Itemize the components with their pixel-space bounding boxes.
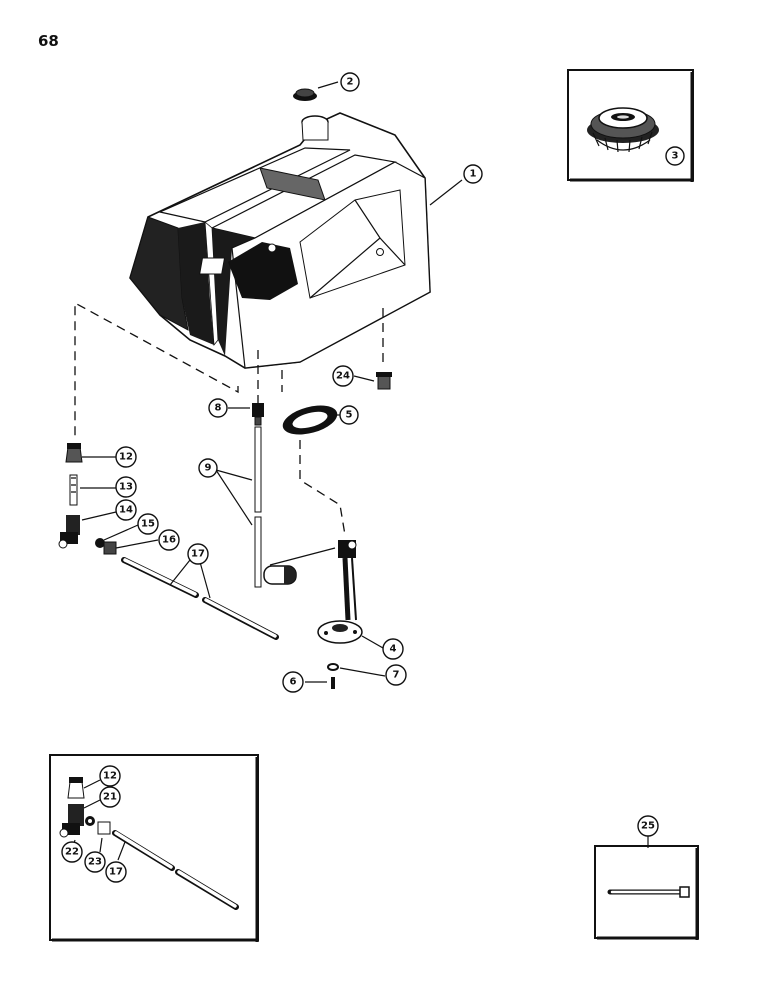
callout-25: 25 [637, 815, 659, 837]
gasket-route [281, 370, 346, 536]
elbow-fitting-icon [228, 403, 264, 426]
nut-icon [95, 524, 159, 555]
svg-text:23: 23 [88, 857, 102, 868]
screw-icon [305, 677, 335, 689]
tank-strap-icon [607, 836, 690, 898]
svg-text:14: 14 [119, 505, 133, 516]
callout-5: 5 [339, 405, 359, 425]
filler-cap-icon [293, 81, 339, 101]
callout-3: 3 [665, 146, 685, 166]
callout-15: 15 [137, 513, 159, 535]
svg-text:17: 17 [191, 549, 205, 560]
svg-text:12: 12 [103, 771, 117, 782]
callout-6: 6 [282, 671, 304, 693]
svg-text:21: 21 [103, 792, 117, 803]
fuel-sender-icon [263, 540, 384, 649]
fitting-stack-icon [58, 443, 117, 549]
svg-text:16: 16 [162, 535, 176, 546]
callout-4: 4 [382, 638, 404, 660]
callout-12: 12 [115, 446, 137, 468]
svg-text:7: 7 [393, 670, 400, 681]
callout-17: 17 [187, 543, 209, 565]
svg-text:13: 13 [119, 482, 133, 493]
washer-icon [327, 663, 386, 677]
inset-fitting-box [49, 754, 259, 942]
svg-text:22: 22 [65, 847, 79, 858]
svg-text:2: 2 [347, 77, 354, 88]
callout-1: 1 [463, 164, 483, 184]
suction-tube-icon [215, 426, 262, 588]
drain-plug-icon [353, 372, 392, 390]
svg-text:9: 9 [205, 463, 212, 474]
svg-text:3: 3 [672, 151, 679, 162]
callout-24: 24 [332, 365, 354, 387]
svg-text:25: 25 [641, 821, 655, 832]
gasket-icon [282, 405, 340, 435]
svg-text:6: 6 [290, 677, 297, 688]
page-number: 68 [38, 32, 59, 50]
inset-callout-17: 17 [105, 861, 127, 883]
svg-text:5: 5 [346, 410, 353, 421]
callout-2: 2 [340, 72, 360, 92]
svg-text:24: 24 [336, 371, 350, 382]
fuel-line-route [74, 301, 239, 440]
svg-text:12: 12 [119, 452, 133, 463]
callout-9: 9 [198, 458, 218, 478]
inset-callout-21: 21 [99, 786, 121, 808]
inset-callout-23: 23 [84, 851, 106, 873]
fuel-cap-icon [587, 107, 659, 153]
inset-callout-12: 12 [99, 765, 121, 787]
callout-14: 14 [115, 499, 137, 521]
svg-text:15: 15 [141, 519, 155, 530]
svg-text:17: 17 [109, 867, 123, 878]
svg-text:4: 4 [390, 644, 397, 655]
fuel-line-tube-icon [121, 557, 279, 640]
fuel-tank [129, 112, 463, 369]
svg-text:1: 1 [470, 169, 477, 180]
callout-7: 7 [385, 664, 407, 686]
callout-16: 16 [158, 529, 180, 551]
callout-8: 8 [208, 398, 228, 418]
callout-13: 13 [115, 476, 137, 498]
svg-text:8: 8 [215, 403, 222, 414]
inset-callout-22: 22 [61, 841, 83, 863]
